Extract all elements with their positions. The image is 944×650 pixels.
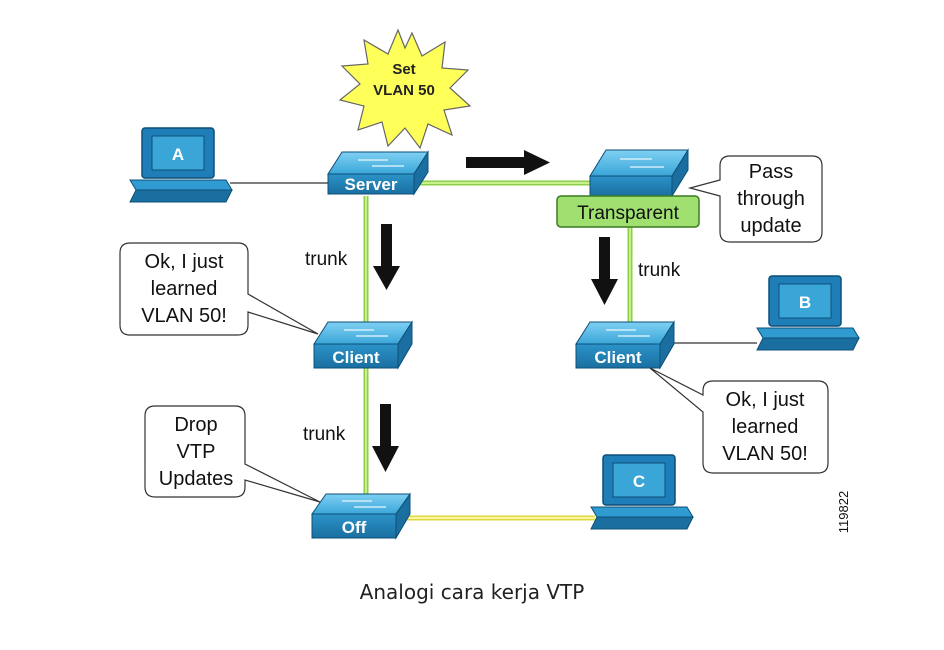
set-vlan-starburst: Set VLAN 50 xyxy=(338,28,472,150)
computer-c: C xyxy=(590,454,694,530)
switch-client-right: Client xyxy=(575,320,675,370)
bubble-drop-line2: VTP xyxy=(177,441,216,463)
trunk-label-left-1: trunk xyxy=(305,249,348,270)
switch-client-left-label: Client xyxy=(332,348,380,367)
trunk-label-right: trunk xyxy=(638,260,681,281)
arrow-right-icon xyxy=(466,150,550,175)
bubble-learned-left: Ok, I just learned VLAN 50! xyxy=(119,242,319,336)
starburst-line1: Set xyxy=(392,61,415,78)
computer-c-label: C xyxy=(633,472,645,491)
bubble-drop: Drop VTP Updates xyxy=(144,405,321,503)
computer-b-label: B xyxy=(799,293,811,312)
bubble-learned-right-line1: Ok, I just xyxy=(726,389,805,411)
bubble-learned-right-line2: learned xyxy=(732,416,799,438)
transparent-tag: Transparent xyxy=(556,195,700,228)
switch-server: Server xyxy=(327,150,429,196)
caption: Analogi cara kerja VTP xyxy=(359,580,585,604)
bubble-pass-line2: through xyxy=(737,188,805,210)
switch-transparent-label: Transparent xyxy=(577,203,679,224)
bubble-pass-line1: Pass xyxy=(749,161,793,183)
arrow-down-left-1-icon xyxy=(373,224,400,290)
switch-off-label: Off xyxy=(342,518,367,537)
arrows xyxy=(372,150,618,472)
computer-a: A xyxy=(129,127,233,203)
bubble-learned-left-line3: VLAN 50! xyxy=(141,305,227,327)
switch-server-label: Server xyxy=(345,175,398,194)
bubble-learned-left-line2: learned xyxy=(151,278,218,300)
links xyxy=(230,180,757,521)
figure-id: 119822 xyxy=(836,491,851,533)
switch-transparent xyxy=(589,148,689,198)
trunk-label-left-2: trunk xyxy=(303,424,346,445)
starburst-line2: VLAN 50 xyxy=(373,82,435,99)
bubble-drop-line1: Drop xyxy=(174,414,217,436)
bubble-drop-line3: Updates xyxy=(159,468,234,490)
bubble-learned-left-line1: Ok, I just xyxy=(145,251,224,273)
bubble-learned-right: Ok, I just learned VLAN 50! xyxy=(649,367,829,474)
switch-off: Off xyxy=(311,492,411,540)
computer-b: B xyxy=(756,275,860,351)
bubble-pass-through: Pass through update xyxy=(687,155,823,243)
switch-client-right-label: Client xyxy=(594,348,642,367)
bubble-pass-line3: update xyxy=(740,215,801,237)
bubble-learned-right-line3: VLAN 50! xyxy=(722,443,808,465)
computer-a-label: A xyxy=(172,145,184,164)
switch-client-left: Client xyxy=(313,320,413,370)
arrow-down-right-icon xyxy=(591,237,618,305)
arrow-down-left-2-icon xyxy=(372,404,399,472)
